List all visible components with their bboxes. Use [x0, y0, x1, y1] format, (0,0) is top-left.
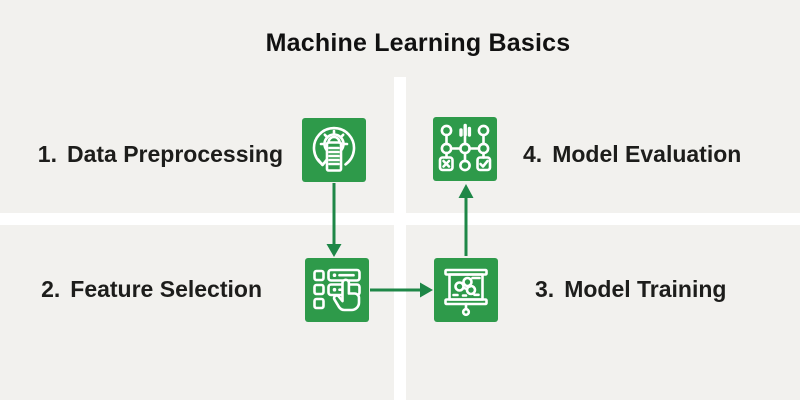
quadrant-divider-vertical [394, 77, 406, 400]
step-2-text: Feature Selection [70, 276, 262, 302]
step-3-label: 3. Model Training [535, 275, 726, 304]
data-preprocessing-icon [302, 118, 366, 182]
model-training-icon [434, 258, 498, 322]
step-3-text: Model Training [564, 276, 727, 302]
arrow-step2-to-step3 [370, 282, 433, 298]
step-3-number: 3. [535, 276, 555, 302]
step-4-number: 4. [523, 141, 543, 167]
step-4-label: 4. Model Evaluation [523, 140, 741, 169]
arrow-step1-to-step2 [326, 183, 342, 257]
evaluation-flow-graph-glyph [438, 123, 492, 172]
model-evaluation-icon [433, 117, 497, 181]
step-1-text: Data Preprocessing [66, 141, 283, 167]
feature-selection-icon [305, 258, 369, 322]
step-2-label: 2. Feature Selection [41, 275, 262, 304]
arrow-step3-to-step4 [458, 184, 474, 256]
checkbox-form-hand-glyph [313, 268, 361, 312]
gear-document-cycle-glyph [312, 126, 356, 172]
presentation-board-glyph [444, 268, 488, 317]
step-1-number: 1. [37, 141, 57, 167]
step-1-label: 1. Data Preprocessing [38, 140, 283, 169]
step-4-text: Model Evaluation [552, 141, 742, 167]
step-2-number: 2. [41, 276, 61, 302]
page-title: Machine Learning Basics [265, 29, 571, 57]
